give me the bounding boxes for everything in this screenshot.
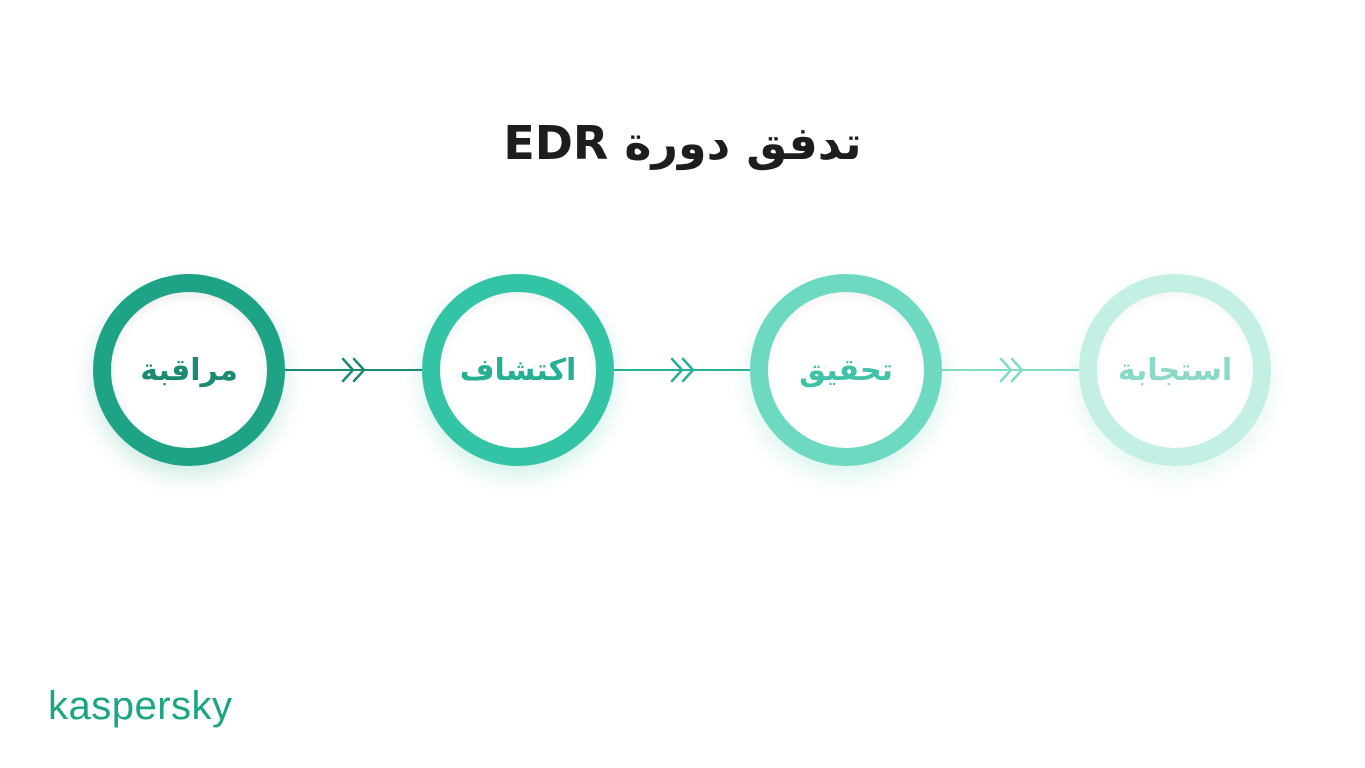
page-title: تدفق دورة EDR (503, 116, 862, 170)
step-label: مراقبة (140, 352, 238, 388)
step-response-node: استجابة (1079, 274, 1271, 466)
double-chevron-right-icon (341, 357, 366, 383)
double-chevron-right-icon (670, 357, 695, 383)
step-detection-node: اكتشاف (422, 274, 614, 466)
double-chevron-right-icon (999, 357, 1024, 383)
kaspersky-logo: kaspersky (48, 684, 233, 728)
step-label: تحقيق (799, 352, 893, 388)
step-label: استجابة (1117, 352, 1233, 388)
step-monitoring-node: مراقبة (93, 274, 285, 466)
step-label: اكتشاف (459, 352, 577, 388)
step-investigation-node: تحقيق (750, 274, 942, 466)
